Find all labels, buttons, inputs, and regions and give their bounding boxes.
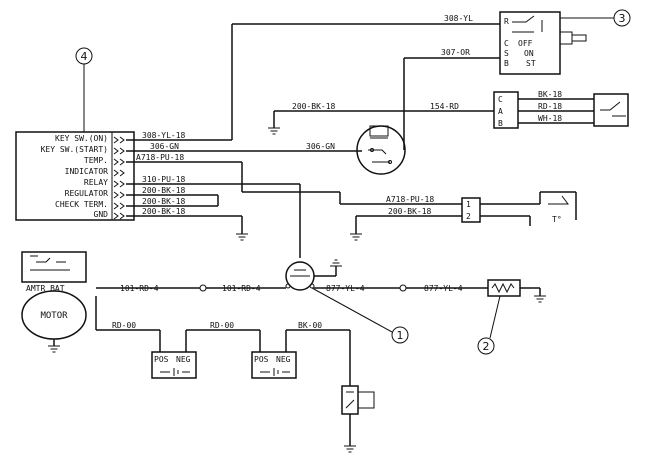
temp-switch-label: T° [552,215,562,224]
heater-element [487,279,546,303]
module-row-temp: TEMP. [84,156,108,165]
battery-disconnect-switch [341,385,375,453]
module-row-relay: RELAY [84,178,108,187]
callout-1: 1 [311,287,409,344]
starter-solenoid [285,259,342,291]
battery-2: POS NEG [251,351,297,379]
callout-3: 3 [560,9,631,27]
module-row-indicator: INDICATOR [65,167,109,176]
wire-308-yl: 308-YL [444,14,473,23]
svg-text:C: C [504,39,509,48]
battery-wiring: RD-00 RD-00 BK-00 [95,296,351,386]
module-pin-arrows [113,136,125,220]
wire-rd-main-2: 101-RD-4 [222,284,261,293]
module-wires: 308-YL-18 308-YL 306-GN 306-GN A718-PU-1… [126,14,500,258]
svg-text:NEG: NEG [276,355,291,364]
svg-text:BK-18: BK-18 [538,90,562,99]
module-row-ks-on: KEY SW.(ON) [55,134,108,143]
svg-text:3: 3 [619,12,626,25]
svg-text:1: 1 [466,200,471,209]
svg-text:R: R [504,17,509,26]
module-row-regulator: REGULATOR [65,189,109,198]
wire-bk-00: BK-00 [298,321,322,330]
wire-154-rd: 154-RD [430,102,459,111]
wire-bk-right-path: 200-BK-18 [350,207,462,241]
key-switch: R C S B OFF ON ST [499,11,587,75]
svg-text:OFF: OFF [518,39,533,48]
wire-bat2: RD-00 [210,321,234,330]
main-power-line: 101-RD-4 101-RD-4 877-YL-4 877-YL-4 [96,284,488,293]
wire-306-gn: 306-GN [306,142,335,151]
svg-text:B: B [498,119,503,128]
wire-yl-main-1: 877-YL-4 [326,284,365,293]
svg-text:S: S [504,49,509,58]
svg-text:2: 2 [483,340,490,353]
wire-bk-mid: 200-BK-18 [292,102,336,111]
wire-ks-start: 306-GN [150,142,179,151]
svg-text:WH-18: WH-18 [538,114,562,123]
callout-4: 4 [75,47,93,132]
callout-2: 2 [477,295,501,355]
wire-ks-on: 308-YL-18 [142,131,186,140]
ground-symbol-module [236,233,248,241]
relay-ground-wire: 200-BK-18 [268,102,362,135]
wire-regulator: 200-BK-18 [142,186,186,195]
motor-terminals: AMTR BAT [26,284,65,293]
three-pin-connector: C A B BK-18 RD-18 WH-18 [493,90,629,129]
svg-text:RD-18: RD-18 [538,102,562,111]
svg-text:A: A [498,107,503,116]
svg-text:2: 2 [466,212,471,221]
svg-text:C: C [498,95,503,104]
wire-check: 200-BK-18 [142,197,186,206]
svg-text:NEG: NEG [176,355,191,364]
svg-text:B: B [504,59,509,68]
module-row-check-term: CHECK TERM. [55,200,108,209]
svg-text:4: 4 [81,50,88,63]
svg-text:1: 1 [397,329,404,342]
wire-temp: A718-PU-18 [136,153,184,162]
wire-yl-main-2: 877-YL-4 [424,284,463,293]
wire-relay: 310-PU-18 [142,175,186,184]
module-row-ks-start: KEY SW.(START) [41,145,108,154]
motor: AMTR BAT MOTOR [21,251,87,353]
starter-relay [356,125,406,175]
wire-bat1: RD-00 [112,321,136,330]
wire-rd-main-1: 101-RD-4 [120,284,159,293]
wire-temp-right: A718-PU-18 [386,195,434,204]
svg-text:POS: POS [254,355,269,364]
svg-text:POS: POS [154,355,169,364]
wire-bk-right: 200-BK-18 [388,207,432,216]
wire-gnd: 200-BK-18 [142,207,186,216]
module-row-gnd: GND [94,210,109,219]
wire-rd-path: 154-RD [362,102,494,112]
svg-text:ON: ON [524,49,534,58]
control-module: KEY SW.(ON) KEY SW.(START) TEMP. INDICAT… [15,131,135,221]
svg-text:ST: ST [526,59,536,68]
wire-307-or: 307-OR [441,48,470,57]
temp-sensor-assembly: 1 2 T° [461,191,577,226]
motor-label: MOTOR [40,311,68,321]
wire-or-path: 307-OR [403,48,500,150]
battery-1: POS NEG [151,351,197,379]
